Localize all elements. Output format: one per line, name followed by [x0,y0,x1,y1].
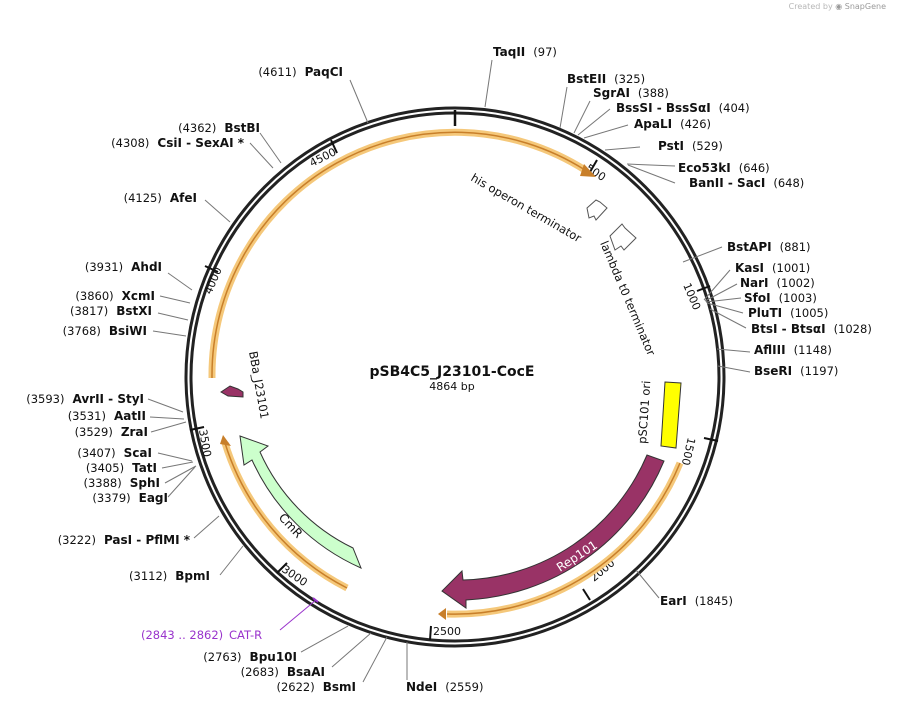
feature-lambda-t0-terminator[interactable]: lambda t0 terminator [597,223,658,358]
site-label-bsiwi[interactable]: (3768)BsiWI [63,324,147,338]
primer-pos: (2843 .. 2862) [141,628,223,642]
site-label-nari[interactable]: NarI(1002) [740,276,815,290]
site-label-eagi[interactable]: (3379)EagI [92,491,168,505]
plasmid-length: 4864 bp [429,380,474,393]
site-label-bpu10i[interactable]: (2763)Bpu10I [203,650,297,664]
snapgene-logo-icon: ◉ [835,2,843,11]
site-label-sgrai[interactable]: SgrAI(388) [593,86,669,100]
feature-cmr[interactable]: CmR [239,435,362,569]
restriction-site-labels: TaqII(97) BstEII(325)SgrAI(388)BssSI - Bs… [26,45,872,694]
site-label-apali[interactable]: ApaLI(426) [634,117,711,131]
site-label-eari[interactable]: EarI(1845) [660,594,733,608]
feature-rep101[interactable]: Rep101 [441,454,665,609]
tick-label-1000: 1000 [680,281,703,312]
site-label-pluti[interactable]: PluTI(1005) [748,306,828,320]
site-label-banii-saci[interactable]: BanII - SacI(648) [689,176,804,190]
site-label-xcmi[interactable]: (3860)XcmI [75,289,155,303]
site-label-bsteii[interactable]: BstEII(325) [567,72,645,86]
site-leader-lines [147,59,751,683]
feature-his-operon-terminator[interactable]: his operon terminator [469,170,608,245]
site-label-bsaai[interactable]: (2683)BsaAI [241,665,325,679]
site-label-sfoi[interactable]: SfoI(1003) [744,291,817,305]
site-label-taqii[interactable]: TaqII(97) [493,45,557,59]
tick-label-4000: 4000 [202,265,225,296]
site-label-bpmi[interactable]: (3112)BpmI [129,569,210,583]
site-label-bsmi[interactable]: (2622)BsmI [276,680,356,694]
site-label-bstapi[interactable]: BstAPI(881) [727,240,811,254]
site-label-bseri[interactable]: BseRI(1197) [754,364,838,378]
site-label-paqci[interactable]: (4611)PaqCI [258,65,343,79]
site-label-afei[interactable]: (4125)AfeI [124,191,197,205]
backbone-outer [184,106,726,648]
feature-psc101-ori[interactable]: pSC101 ori [635,380,682,449]
site-label-tati[interactable]: (3405)TatI [86,461,157,475]
primer-name: CAT-R [229,628,262,642]
tick-label-3500: 3500 [196,428,214,458]
site-label-pasi-pflmi[interactable]: (3222)PasI - PflMI * [58,533,191,547]
plasmid-name: pSB4C5_J23101-CocE [369,364,534,380]
site-label-bstxi[interactable]: (3817)BstXI [70,304,152,318]
site-label-kasi[interactable]: KasI(1001) [735,261,810,275]
tick-label-2500: 2500 [433,625,461,638]
site-label-csii-sexai[interactable]: (4308)CsiI - SexAI * [111,136,245,150]
site-label-psti[interactable]: PstI(529) [658,139,723,153]
site-label-afliii[interactable]: AflIII(1148) [754,343,832,357]
site-label-bstbi[interactable]: (4362)BstBI [178,121,260,135]
site-label-bsssi-bsss-i[interactable]: BssSI - BssSαI(404) [616,101,750,115]
primer-cat-r[interactable]: (2843 .. 2862) CAT-R [141,597,319,642]
site-label-avrii-styi[interactable]: (3593)AvrII - StyI [26,392,144,406]
site-label-aatii[interactable]: (3531)AatII [68,409,146,423]
site-label-scai[interactable]: (3407)ScaI [77,446,152,460]
snapgene-credit: Created by ◉ SnapGene [788,2,886,11]
site-label-btsi-bts-i[interactable]: BtsI - BtsαI(1028) [751,322,872,336]
feature-label-psc101-ori: pSC101 ori [635,380,653,444]
site-label-eco53ki[interactable]: Eco53kI(646) [678,161,770,175]
site-label-ahdi[interactable]: (3931)AhdI [85,260,162,274]
feature-label-his-operon-terminator: his operon terminator [469,170,585,245]
feature-label-bba-j23101: BBa_J23101 [246,350,272,420]
feature-bba-j23101[interactable]: BBa_J23101 [220,350,272,420]
orf-arcs [208,128,684,620]
feature-label-lambda-t0-terminator: lambda t0 terminator [597,239,658,358]
site-label-ndei[interactable]: NdeI(2559) [406,680,484,694]
site-label-zrai[interactable]: (3529)ZraI [75,425,148,439]
site-label-sphi[interactable]: (3388)SphI [84,476,161,490]
tick-label-1500: 1500 [679,436,698,466]
